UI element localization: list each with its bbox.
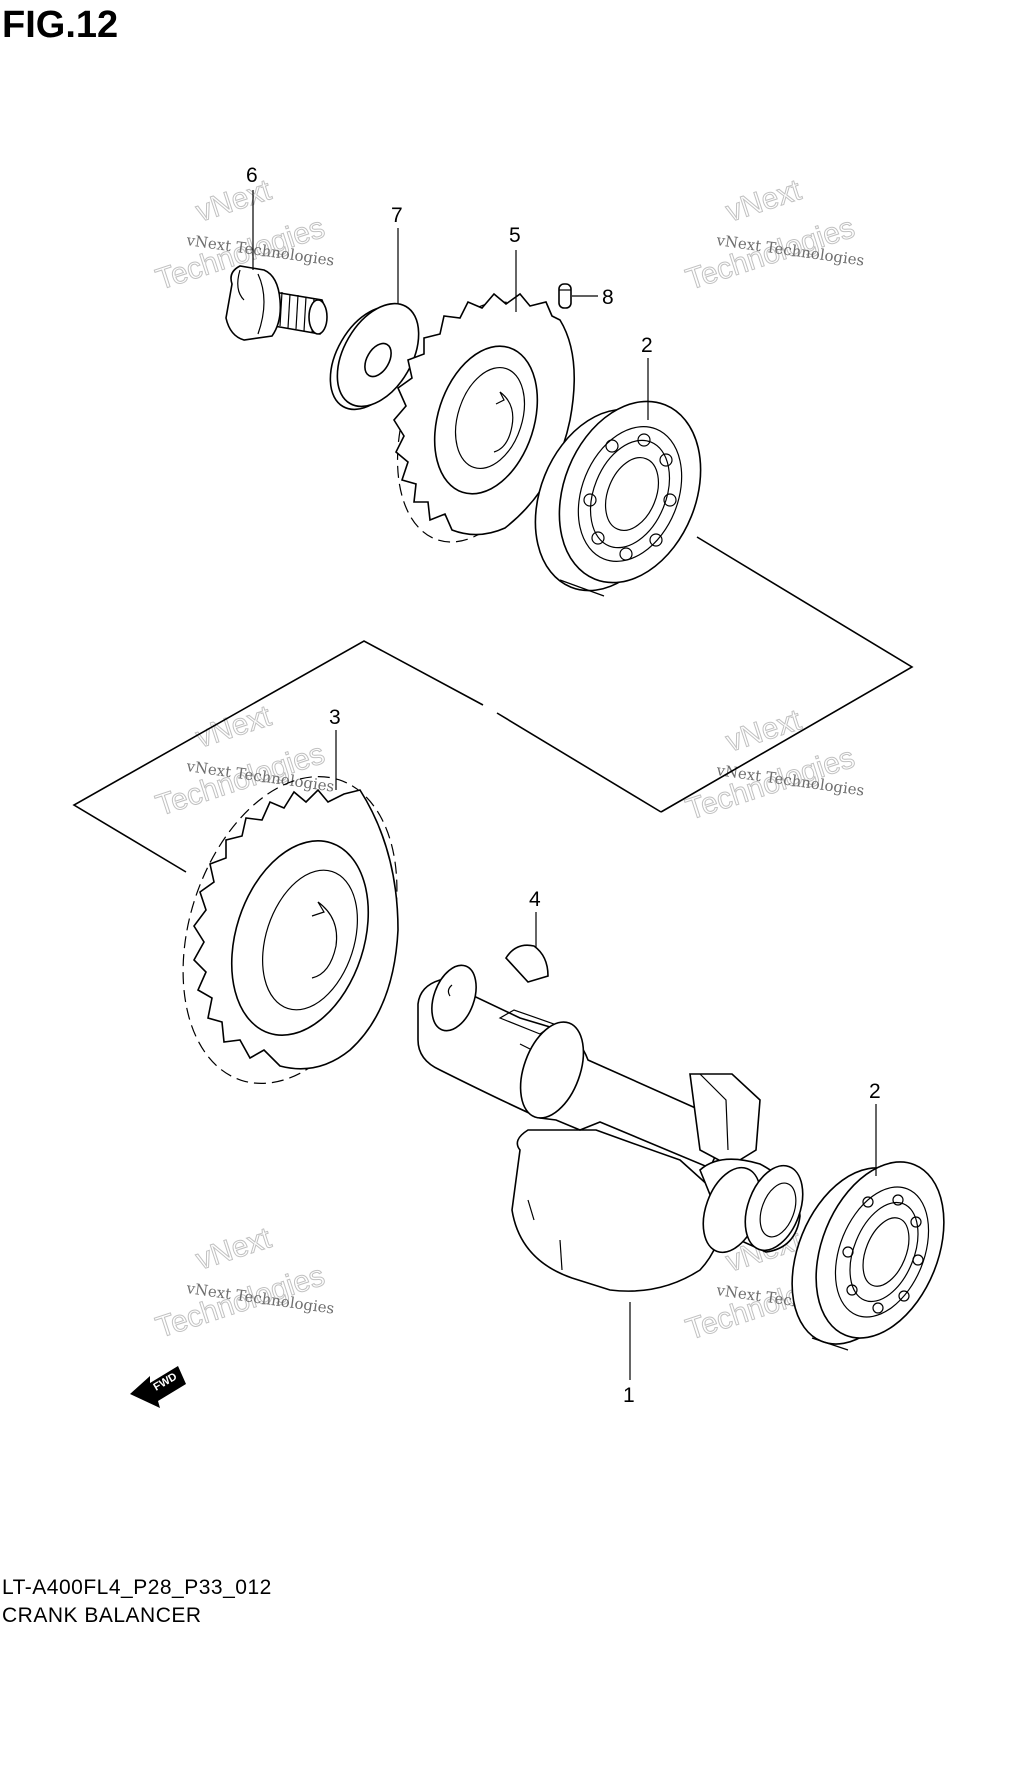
part-6-bolt <box>225 265 328 341</box>
figure-code: LT-A400FL4_P28_P33_012 <box>2 1576 272 1599</box>
callout-5: 5 <box>509 224 521 247</box>
callout-7: 7 <box>391 204 403 227</box>
watermark-bottom-left: vNext Technologies vNext Technologies <box>151 1221 335 1345</box>
callout-leaders <box>252 190 877 1380</box>
callout-2-bottom: 2 <box>869 1080 881 1103</box>
assembly-outline <box>72 536 914 873</box>
figure-name: CRANK BALANCER <box>2 1604 202 1627</box>
figure-title: FIG.12 <box>2 4 119 46</box>
part-1-balancer-shaft <box>417 964 804 1292</box>
part-8-pin <box>558 283 572 309</box>
part-4-key <box>504 944 549 983</box>
svg-text:vNext: vNext <box>722 173 806 228</box>
svg-text:vNext: vNext <box>192 699 276 754</box>
part-3-gear <box>182 775 399 1085</box>
svg-text:vNext: vNext <box>722 703 806 758</box>
callout-4: 4 <box>529 888 541 911</box>
svg-text:vNext: vNext <box>192 1221 276 1276</box>
svg-text:vNext: vNext <box>192 173 276 228</box>
callout-6: 6 <box>246 164 258 187</box>
watermark-top-right: vNext Technologies vNext Technologies <box>681 173 865 297</box>
fwd-arrow: FWD <box>130 1366 186 1408</box>
callout-8: 8 <box>602 286 614 309</box>
callout-1: 1 <box>623 1384 635 1407</box>
callout-2-top: 2 <box>641 334 653 357</box>
part-7-washer <box>329 302 420 411</box>
callout-3: 3 <box>329 706 341 729</box>
watermark-mid-right: vNext Technologies vNext Technologies <box>681 703 865 827</box>
part-2-bearing-bottom <box>791 1161 945 1351</box>
part-2-bearing-top <box>534 400 702 597</box>
part-5-gear <box>393 292 576 543</box>
